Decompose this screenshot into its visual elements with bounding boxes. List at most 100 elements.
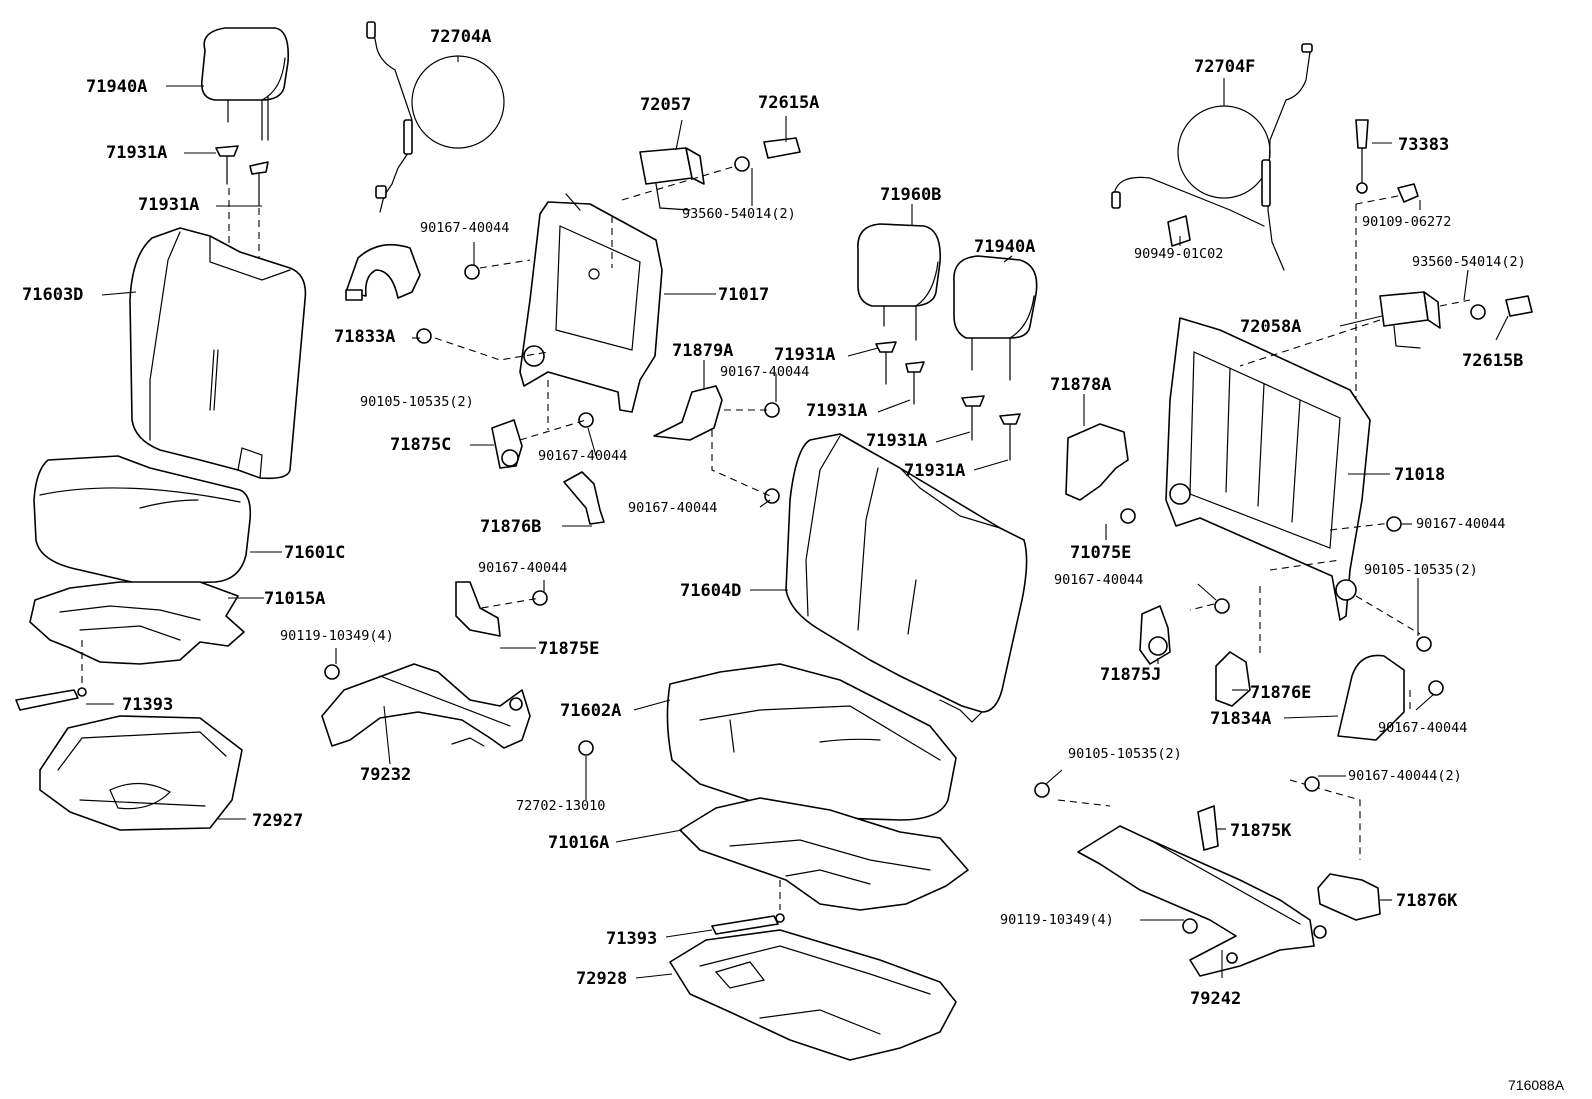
label-90109: 90109-06272	[1362, 214, 1451, 230]
label-71940A-left: 71940A	[86, 77, 147, 97]
label-90167-e: 90167-40044	[628, 500, 717, 516]
label-71018: 71018	[1394, 465, 1445, 485]
label-71875K: 71875K	[1230, 821, 1292, 841]
label-71833A: 71833A	[334, 327, 395, 347]
label-90105-left: 90105-10535(2)	[360, 394, 474, 410]
seatback-left-part	[129, 227, 307, 480]
link-79242-part	[1077, 825, 1327, 977]
label-72615A: 72615A	[758, 93, 819, 113]
label-73383: 73383	[1398, 135, 1449, 155]
pad-72615A-part	[763, 137, 801, 159]
storage-tray-72928-part	[669, 929, 957, 1061]
headrest-support-left-parts	[215, 145, 269, 282]
hinge-71875J-part	[1139, 605, 1171, 665]
label-71016A: 71016A	[548, 833, 609, 853]
hinge-71875C-part	[491, 419, 523, 469]
label-72704F: 72704F	[1194, 57, 1255, 77]
label-90167-a: 90167-40044	[420, 220, 509, 236]
label-71931A-5: 71931A	[866, 431, 927, 451]
headrest-left-part	[200, 27, 290, 141]
label-90167-c: 90167-40044	[478, 560, 567, 576]
strap-left-part	[15, 687, 87, 711]
cable-72704A-part	[366, 21, 505, 213]
label-71875E: 71875E	[538, 639, 599, 659]
label-90105-right2: 90105-10535(2)	[1068, 746, 1182, 762]
latch-73383-part	[1355, 119, 1369, 194]
headrest-support-right-parts	[875, 341, 1021, 461]
label-79242: 79242	[1190, 989, 1241, 1009]
diagram-id: 716088A	[1508, 1077, 1565, 1093]
seatback-frame-71017-part	[519, 193, 663, 413]
leader-lines	[86, 56, 1509, 979]
cover-71879A-part	[653, 385, 723, 441]
seat-cushion-left-part	[33, 455, 252, 585]
cover-71876E-part	[1215, 651, 1251, 707]
headrest-71960B-part	[857, 223, 941, 341]
pad-72615B-part	[1505, 295, 1533, 317]
label-71876K: 71876K	[1396, 891, 1458, 911]
label-71604D: 71604D	[680, 581, 741, 601]
label-71393-mid: 71393	[606, 929, 657, 949]
part-labels: 72704A 71940A 71931A 71931A 71603D 71601…	[22, 27, 1565, 1093]
link-79232-part	[321, 663, 531, 749]
bracket-71875K-part	[1197, 805, 1219, 851]
label-90167-f: 90167-40044	[1416, 516, 1505, 532]
cable-72704F-part	[1111, 43, 1313, 271]
label-71602A: 71602A	[560, 701, 621, 721]
label-71878A: 71878A	[1050, 375, 1111, 395]
label-71601C: 71601C	[284, 543, 345, 563]
label-71931A-4: 71931A	[806, 401, 867, 421]
clip-90949-part	[1167, 215, 1191, 247]
cover-71876B-part	[563, 471, 605, 525]
label-71834A: 71834A	[1210, 709, 1271, 729]
label-71879A: 71879A	[672, 341, 733, 361]
label-71940A-right: 71940A	[974, 237, 1035, 257]
label-71017: 71017	[718, 285, 769, 305]
label-72057: 72057	[640, 95, 691, 115]
cover-71876K-part	[1317, 873, 1381, 921]
box-72057-part	[639, 147, 705, 211]
seatback-frame-71018-part	[1165, 317, 1371, 621]
label-93560-right: 93560-54014(2)	[1412, 254, 1526, 270]
seat-frame-pad-left-part	[29, 581, 245, 685]
cover-71834A-part	[1337, 654, 1405, 741]
strap-mid-part	[711, 913, 785, 935]
label-72927: 72927	[252, 811, 303, 831]
label-71393-left: 71393	[122, 695, 173, 715]
label-72615B: 72615B	[1462, 351, 1523, 371]
label-90949: 90949-01C02	[1134, 246, 1223, 262]
label-71931A-3: 71931A	[774, 345, 835, 365]
label-90119-left: 90119-10349(4)	[280, 628, 394, 644]
label-71931A-1: 71931A	[106, 143, 167, 163]
label-93560-left: 93560-54014(2)	[682, 206, 796, 222]
label-79232: 79232	[360, 765, 411, 785]
box-72058A-part	[1379, 291, 1441, 349]
label-90167-b: 90167-40044	[538, 448, 627, 464]
bracket-71833A-part	[345, 243, 421, 301]
label-71875J: 71875J	[1100, 665, 1161, 685]
label-72704A: 72704A	[430, 27, 491, 47]
label-71075E: 71075E	[1070, 543, 1131, 563]
label-90167-h: 90167-40044	[1378, 720, 1467, 736]
label-90167-g: 90167-40044	[1054, 572, 1143, 588]
label-71603D: 71603D	[22, 285, 83, 305]
frame-pad-71016A-part	[679, 797, 969, 911]
label-71876B: 71876B	[480, 517, 541, 537]
bolt-group-b-parts	[1034, 304, 1486, 934]
label-71875C: 71875C	[390, 435, 451, 455]
bolt-90109-part	[1355, 183, 1419, 408]
label-90119-right: 90119-10349(4)	[1000, 912, 1114, 928]
label-72702: 72702-13010	[516, 798, 605, 814]
label-71876E: 71876E	[1250, 683, 1311, 703]
label-90105-right: 90105-10535(2)	[1364, 562, 1478, 578]
seat-cushion-71602A-part	[666, 663, 957, 821]
storage-tray-left-part	[39, 715, 243, 831]
label-71960B: 71960B	[880, 185, 941, 205]
label-90167-d: 90167-40044	[720, 364, 809, 380]
bracket-71875E-part	[455, 581, 501, 637]
label-72928: 72928	[576, 969, 627, 989]
label-90167-i: 90167-40044(2)	[1348, 768, 1462, 784]
label-72058A: 72058A	[1240, 317, 1301, 337]
label-71931A-6: 71931A	[904, 461, 965, 481]
